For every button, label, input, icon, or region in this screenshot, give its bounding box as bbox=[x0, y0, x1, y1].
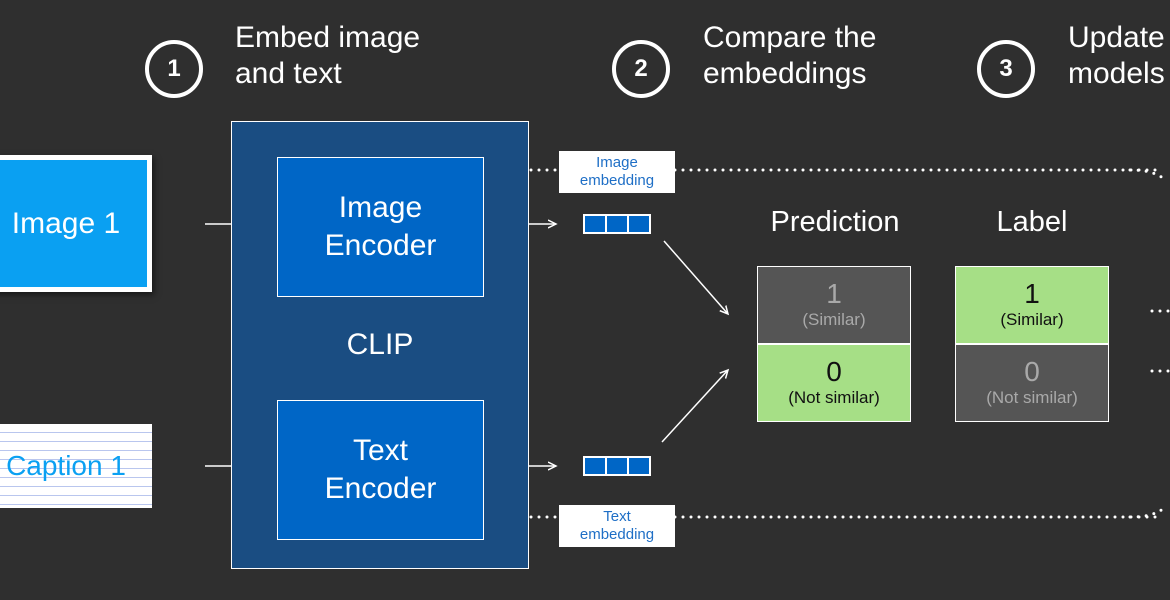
step-1-number: 1 bbox=[167, 55, 181, 82]
vector-cell bbox=[607, 216, 627, 232]
prediction-similar-value: 1 bbox=[826, 278, 842, 309]
vector-cell bbox=[585, 216, 605, 232]
step-3-number: 3 bbox=[999, 55, 1013, 82]
image-feedback-dotted-curve bbox=[1128, 168, 1167, 182]
step-2-number: 2 bbox=[634, 55, 648, 82]
input-image-card: Image 1 bbox=[0, 155, 152, 292]
label-not-similar-caption: (Not similar) bbox=[986, 388, 1078, 407]
label-header: Label bbox=[996, 206, 1068, 238]
text-embedding-vector bbox=[583, 456, 651, 476]
vector-cell bbox=[629, 458, 649, 474]
prediction-similar-caption: (Similar) bbox=[802, 310, 866, 329]
text-vector-to-prediction-arrow bbox=[661, 370, 728, 443]
step-2-circle: 2 bbox=[612, 40, 670, 98]
label-cell-not-similar: 0 (Not similar) bbox=[955, 344, 1109, 422]
step-1-circle: 1 bbox=[145, 40, 203, 98]
prediction-not-similar-value: 0 bbox=[826, 356, 842, 387]
input-caption-card: Caption 1 bbox=[0, 424, 152, 508]
image-vector-to-prediction-arrow bbox=[663, 240, 728, 314]
prediction-header: Prediction bbox=[770, 206, 900, 238]
step-2-title: Compare the embeddings bbox=[703, 21, 877, 90]
prediction-not-similar-caption: (Not similar) bbox=[788, 388, 880, 407]
text-embedding-tag: Text embedding bbox=[559, 505, 675, 547]
clip-label: CLIP bbox=[346, 328, 414, 361]
image-encoder-box: Image Encoder bbox=[277, 157, 484, 297]
step-3-title: Update models bbox=[1068, 21, 1165, 90]
step-3-circle: 3 bbox=[977, 40, 1035, 98]
text-feedback-dotted-curve bbox=[1128, 505, 1167, 519]
step-1-title: Embed image and text bbox=[235, 21, 421, 90]
vector-cell bbox=[585, 458, 605, 474]
label-similar-value: 1 bbox=[1024, 278, 1040, 309]
prediction-cell-not-similar: 0 (Not similar) bbox=[757, 344, 911, 422]
image-embedding-vector bbox=[583, 214, 651, 234]
prediction-cell-similar: 1 (Similar) bbox=[757, 266, 911, 344]
label-similar-caption: (Similar) bbox=[1000, 310, 1064, 329]
label-not-similar-value: 0 bbox=[1024, 356, 1040, 387]
image-embedding-tag: Image embedding bbox=[559, 151, 675, 193]
vector-cell bbox=[629, 216, 649, 232]
label-cell-similar: 1 (Similar) bbox=[955, 266, 1109, 344]
input-image-label: Image 1 bbox=[11, 206, 121, 240]
vector-cell bbox=[607, 458, 627, 474]
text-encoder-box: Text Encoder bbox=[277, 400, 484, 540]
input-caption-label: Caption 1 bbox=[6, 450, 126, 481]
